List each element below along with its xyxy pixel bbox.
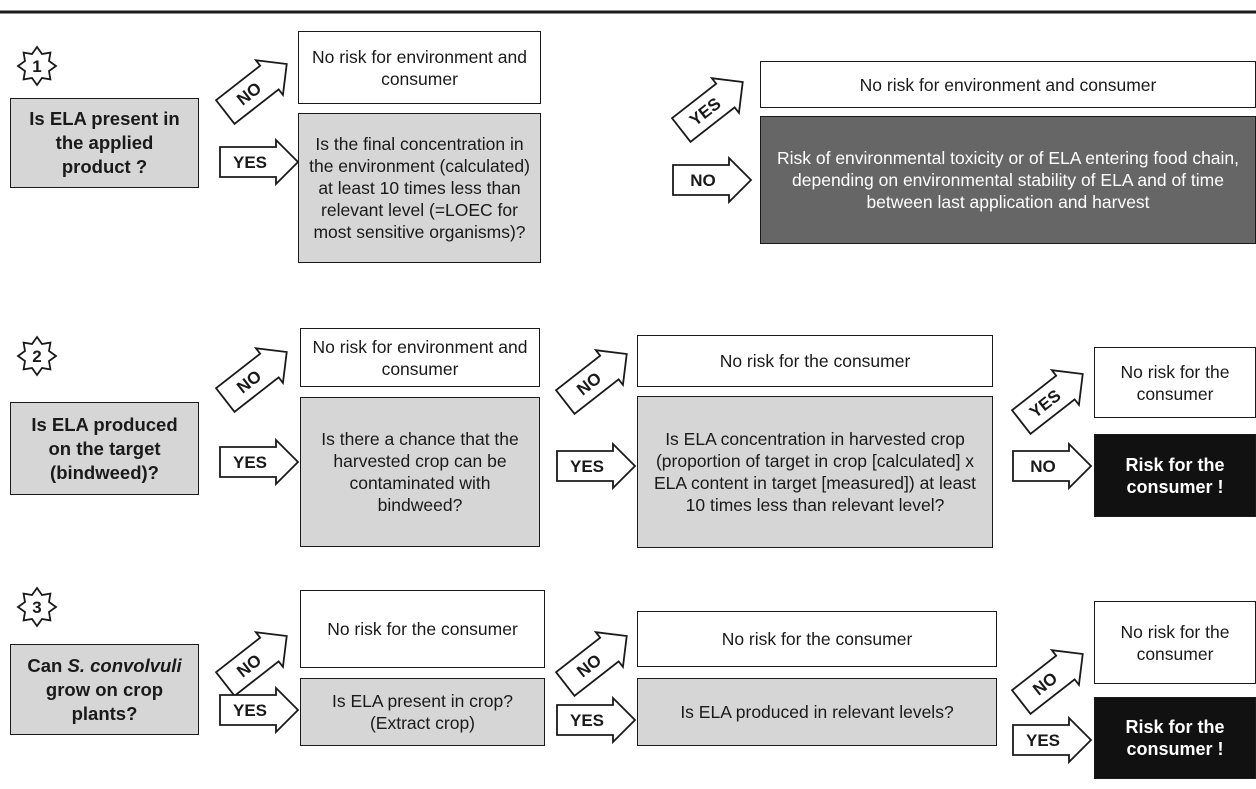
s2-yes-arrow-2: YES <box>556 441 637 491</box>
s3-yes-arrow-label: YES <box>233 701 267 720</box>
s3-yes-arrow: YES <box>219 685 300 735</box>
s1-question: Is ELA present in the applied product ? <box>10 98 199 188</box>
s3-question-italic: S. convolvuli <box>67 654 182 676</box>
s2-yes-arrow-3: YES <box>1010 369 1084 436</box>
step-badge-2-number: 2 <box>32 347 41 366</box>
s3-no-arrow: NO <box>214 631 288 698</box>
s1-yes-step: Is the final concentration in the enviro… <box>298 113 541 263</box>
s3-question: Can S. convolvuli grow on crop plants? <box>10 644 199 735</box>
s2-yes-arrow: YES <box>219 437 300 487</box>
s3-yes-step: Is ELA present in crop? (Extract crop) <box>300 678 545 746</box>
s2-yes-outcome: No risk for the consumer <box>1094 347 1256 418</box>
s3-yes-step-2: Is ELA produced in relevant levels? <box>637 678 997 746</box>
s1-no-outcome: No risk for environment and consumer <box>298 31 541 104</box>
s1-yes-outcome: No risk for environment and consumer <box>760 61 1256 108</box>
s2-yes-step-2: Is ELA concentration in harvested crop (… <box>637 396 993 548</box>
s3-no-arrow-3: NO <box>1010 649 1084 716</box>
s1-no-arrow-2-label: NO <box>690 171 716 190</box>
s3-yes-arrow-3-label: YES <box>1026 731 1060 750</box>
step-badge-3: 3 <box>16 586 58 628</box>
s2-no-arrow-2: NO <box>554 349 628 416</box>
s2-yes-arrow-label: YES <box>233 453 267 472</box>
s3-yes-arrow-3: YES <box>1012 715 1093 765</box>
s2-risk-outcome: Risk for the consumer ! <box>1094 434 1256 517</box>
s2-no-arrow-3-label: NO <box>1030 457 1056 476</box>
s3-no-outcome: No risk for the consumer <box>300 590 545 668</box>
s3-yes-arrow-2: YES <box>556 695 637 745</box>
s3-yes-arrow-2-label: YES <box>570 711 604 730</box>
s1-risk-outcome: Risk of environmental toxicity or of ELA… <box>760 116 1256 244</box>
s1-no-arrow: NO <box>214 59 288 126</box>
s2-yes-arrow-2-label: YES <box>570 457 604 476</box>
s3-no-arrow-2: NO <box>554 631 628 698</box>
s3-no-outcome-2: No risk for the consumer <box>637 611 997 667</box>
s3-no-outcome-3: No risk for the consumer <box>1094 601 1256 684</box>
s2-question: Is ELA produced on the target (bindweed)… <box>10 402 199 495</box>
s2-no-outcome: No risk for environment and consumer <box>300 328 540 387</box>
s2-no-arrow-3: NO <box>1012 441 1093 491</box>
step-badge-1-number: 1 <box>32 57 41 76</box>
s2-no-arrow: NO <box>214 347 288 414</box>
s3-risk-outcome: Risk for the consumer ! <box>1094 697 1256 779</box>
step-badge-1: 1 <box>16 45 58 87</box>
s1-yes-arrow-label: YES <box>233 153 267 172</box>
s1-no-arrow-2: NO <box>672 155 753 205</box>
step-badge-3-number: 3 <box>32 598 41 617</box>
s1-yes-arrow: YES <box>219 137 300 187</box>
s1-yes-arrow-2: YES <box>670 77 744 144</box>
step-badge-2: 2 <box>16 335 58 377</box>
s2-no-outcome-2: No risk for the consumer <box>637 335 993 387</box>
s2-yes-step: Is there a chance that the harvested cro… <box>300 397 540 547</box>
